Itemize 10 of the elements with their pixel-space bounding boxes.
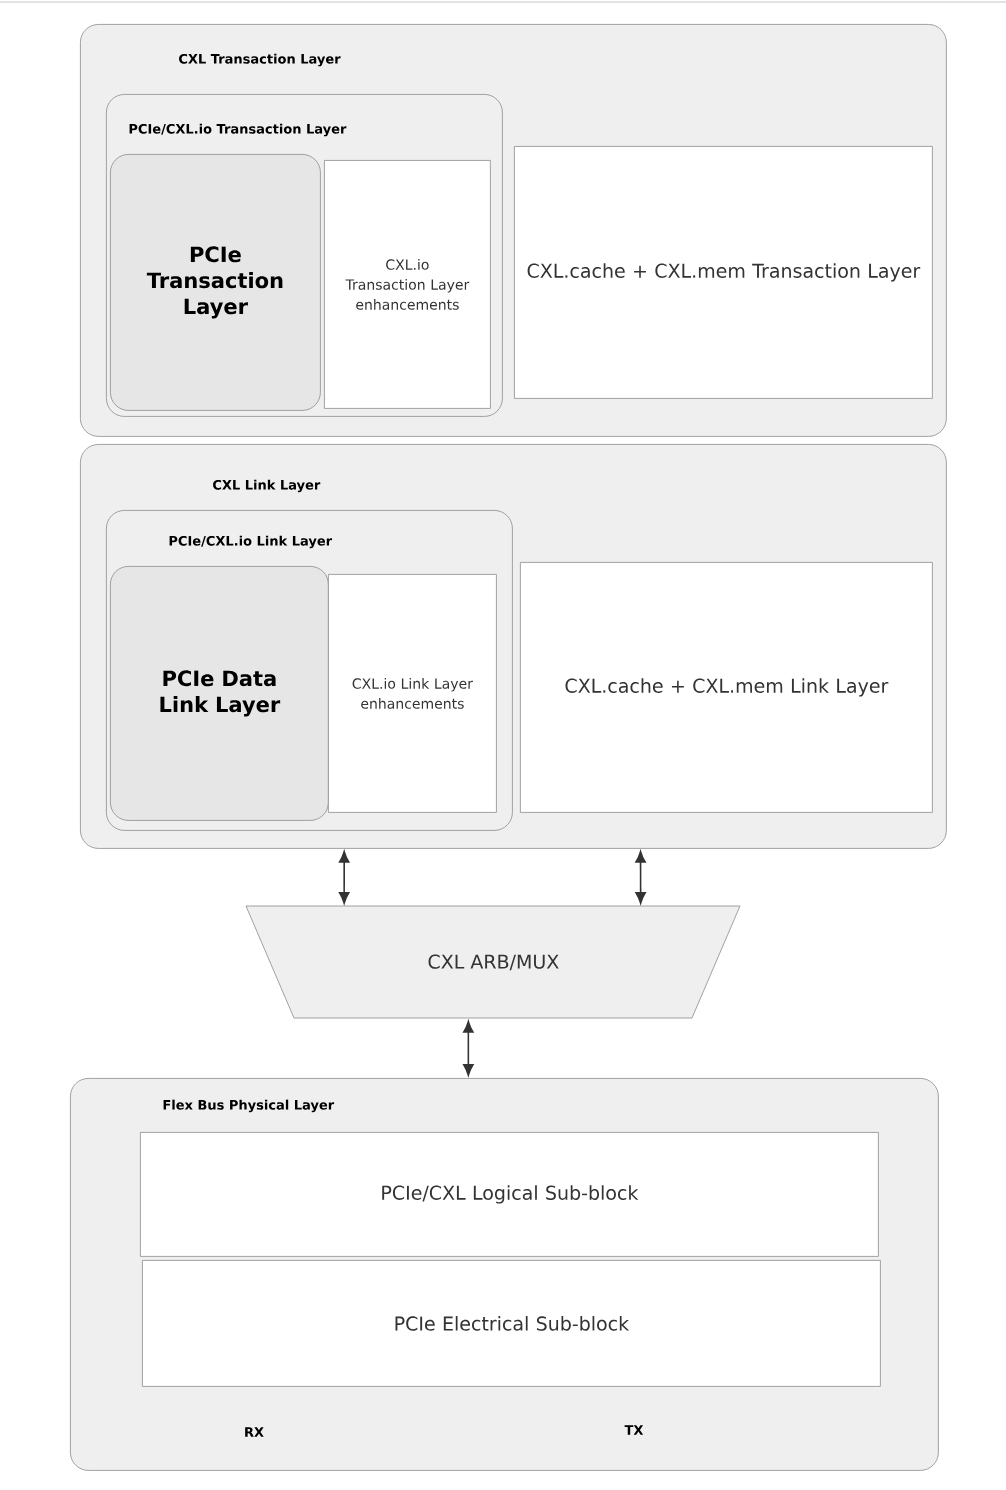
layer-box: CXL.cache + CXL.mem Transaction Layer xyxy=(514,146,933,399)
double-arrow xyxy=(463,1020,474,1076)
layer-box: PCIe/CXL Logical Sub-block xyxy=(140,1132,879,1257)
double-arrow xyxy=(338,850,350,904)
layer-box: CXL.cache + CXL.mem Link Layer xyxy=(520,562,933,813)
mux-trapezoid: CXL ARB/MUX xyxy=(245,905,741,1019)
layer-box: PCIe Electrical Sub-block xyxy=(142,1260,881,1387)
double-arrow xyxy=(635,850,646,904)
layer-box: PCIe Data Link Layer xyxy=(110,566,329,821)
layer-box: PCIe Transaction Layer xyxy=(110,154,321,411)
